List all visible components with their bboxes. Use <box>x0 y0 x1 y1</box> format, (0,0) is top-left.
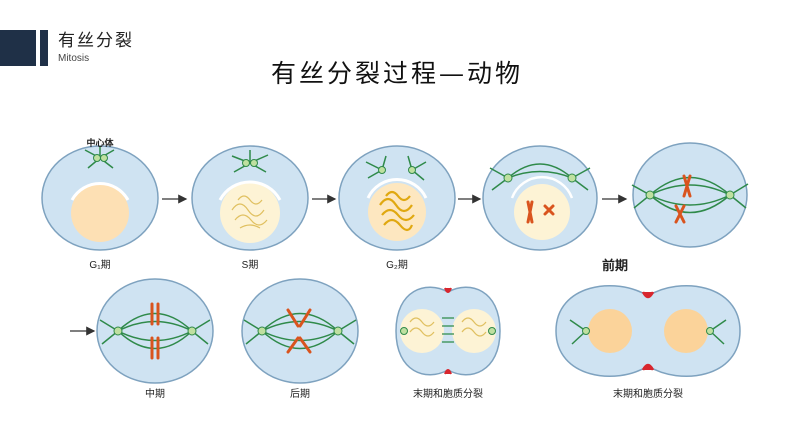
cell-telophase-early <box>395 286 501 376</box>
cell-anaphase <box>241 278 359 384</box>
header-bar-stripe <box>40 30 48 66</box>
cell-g1: 中心体 <box>41 137 159 251</box>
label-telophase-late: 末期和胞质分裂 <box>613 387 683 400</box>
cell-telophase-late <box>555 285 741 377</box>
cell-metaphase <box>96 278 214 384</box>
label-anaphase: 后期 <box>290 388 310 400</box>
label-metaphase: 中期 <box>145 387 165 400</box>
centrosome-label: 中心体 <box>86 137 114 148</box>
aster <box>365 155 427 181</box>
label-g2: G₂期 <box>386 259 408 271</box>
aster <box>84 146 115 169</box>
label-g1: G₁期 <box>89 259 110 271</box>
aster <box>231 150 269 173</box>
label-prophase: 前期 <box>602 258 628 273</box>
cell-s <box>191 145 309 251</box>
label-telophase-early: 末期和胞质分裂 <box>413 387 483 400</box>
header-subtitle: Mitosis <box>58 53 90 64</box>
cell-prophase-early <box>482 145 598 251</box>
header-bar-block <box>0 30 36 66</box>
cell-g2 <box>338 145 456 251</box>
label-s: S期 <box>242 259 259 271</box>
header-title: 有丝分裂 <box>58 31 134 51</box>
cell-prophase-late <box>631 142 749 248</box>
page-title: 有丝分裂过程—动物 <box>270 59 523 88</box>
